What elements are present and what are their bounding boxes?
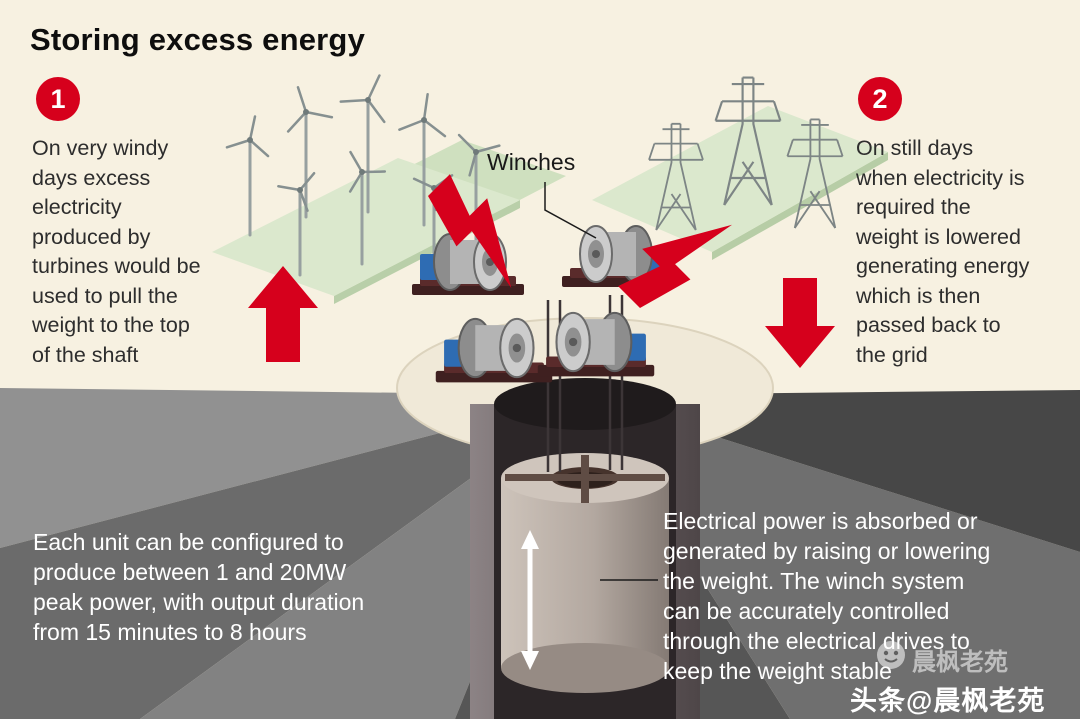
step-1-number: 1 <box>50 83 66 114</box>
wind-turbine <box>277 171 316 277</box>
step-1-badge: 1 <box>36 77 80 121</box>
winches-label: Winches <box>487 149 576 175</box>
step-2-badge: 2 <box>858 77 902 121</box>
winch-drum <box>435 317 553 383</box>
red-up-arrow <box>248 266 318 362</box>
lightning-bolt-left <box>428 174 512 289</box>
wind-turbine <box>339 74 386 214</box>
wind-turbine <box>225 115 270 237</box>
wind-turbine <box>398 93 447 227</box>
up-down-arrow <box>521 530 539 670</box>
lightning-bolt-right <box>618 224 733 308</box>
step-2-number: 2 <box>872 83 888 114</box>
watermark-main-text: 头条@晨枫老苑 <box>850 686 1046 716</box>
watermark-faint-text: 晨枫老苑 <box>912 649 1008 676</box>
page-title: Storing excess energy <box>30 22 366 57</box>
winches-leader-line <box>544 182 597 239</box>
wind-turbine <box>286 86 334 219</box>
capacity-note: Each unit can be configured to produce b… <box>33 529 365 645</box>
electricity-pylons <box>648 76 844 231</box>
electricity-pylon <box>648 122 704 231</box>
watermark-logo-icon <box>877 641 905 669</box>
electricity-pylon <box>714 76 782 206</box>
electricity-pylon <box>786 118 844 229</box>
wind-turbine <box>348 150 387 266</box>
step-1-text: On very windy days excess electricity pr… <box>32 136 201 367</box>
red-down-arrow <box>765 278 835 368</box>
winch-drum <box>537 311 655 377</box>
step-2-text: On still days when electricity is requir… <box>856 136 1030 367</box>
